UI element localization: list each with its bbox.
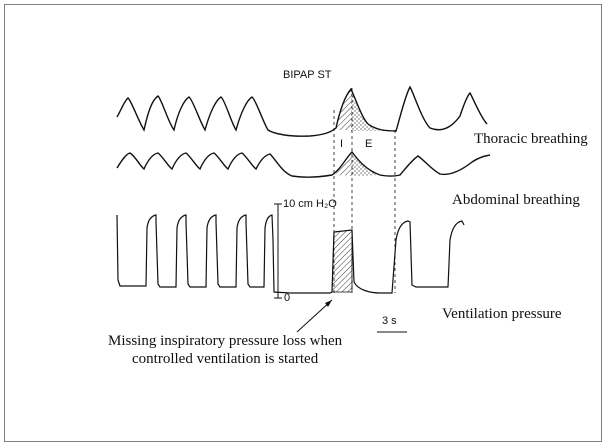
pressure-scale-top-label: 10 cm H₂O bbox=[283, 198, 337, 210]
figure-frame bbox=[4, 4, 602, 442]
abdominal-label: Abdominal breathing bbox=[452, 192, 580, 208]
ventilation-trace bbox=[116, 214, 465, 294]
annotation-arrow bbox=[296, 299, 333, 333]
time-scale-label: 3 s bbox=[382, 315, 397, 327]
thoracic-label: Thoracic breathing bbox=[474, 131, 588, 147]
ventilation-label: Ventilation pressure bbox=[442, 306, 562, 322]
pressure-scale-zero-label: 0 bbox=[284, 292, 291, 304]
abdominal-expiration-area bbox=[352, 152, 380, 176]
inspiration-area bbox=[336, 89, 351, 130]
expiration-area bbox=[351, 89, 396, 131]
annotation-line-1: Missing inspiratory pressure loss when bbox=[108, 333, 343, 349]
phase-expiration-label: E bbox=[365, 138, 373, 150]
pressure-inspiration-area bbox=[331, 229, 353, 293]
abdominal-inspiration-area bbox=[335, 152, 352, 176]
thoracic-trace bbox=[116, 85, 488, 137]
mode-label: BIPAP ST bbox=[283, 69, 332, 81]
annotation-line-2: controlled ventilation is started bbox=[132, 351, 319, 367]
phase-inspiration-label: I bbox=[340, 138, 344, 150]
abdominal-trace bbox=[116, 150, 491, 178]
